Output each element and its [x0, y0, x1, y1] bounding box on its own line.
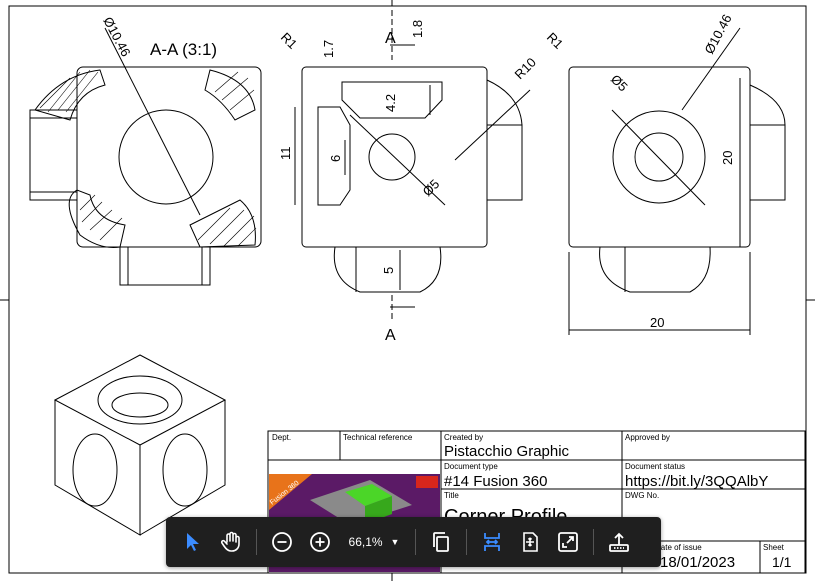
- fit-width-icon: [484, 533, 500, 551]
- dwg-no-label: DWG No.: [625, 491, 659, 500]
- toolbar-separator: [593, 529, 594, 555]
- dim-d11: 11: [278, 147, 293, 161]
- title-label: Title: [444, 491, 459, 500]
- doc-type: #14 Fusion 360: [444, 473, 547, 490]
- hand-icon: [220, 531, 240, 552]
- toolbar-separator: [466, 529, 467, 555]
- copy-pages-icon: [433, 532, 449, 552]
- created-by: Pistacchio Graphic: [444, 443, 570, 460]
- upload-tray-icon: [609, 532, 629, 552]
- section-label: A-A (3:1): [150, 40, 217, 59]
- fit-page-icon: [523, 532, 538, 552]
- export-button[interactable]: [602, 525, 636, 559]
- dim-d5-bot: 5: [381, 267, 396, 274]
- created-by-label: Created by: [444, 433, 483, 442]
- minus-circle-icon: [272, 532, 292, 552]
- zoom-level-value: 66,1%: [348, 535, 383, 549]
- right-view: [568, 27, 786, 335]
- expand-icon: [558, 532, 578, 552]
- dim-d18: 1.8: [410, 20, 425, 38]
- techref-label: Technical reference: [343, 433, 413, 442]
- section-view: [29, 27, 262, 286]
- dept-label: Dept.: [272, 433, 291, 442]
- dim-d5-mid: Ø5: [420, 176, 443, 199]
- toolbar-separator: [415, 529, 416, 555]
- approved-by-label: Approved by: [625, 433, 670, 442]
- dim-d20-horiz: 20: [650, 315, 664, 330]
- pan-tool-button[interactable]: [214, 525, 248, 559]
- fit-width-button[interactable]: [475, 525, 509, 559]
- date-value: 18/01/2023: [660, 554, 735, 571]
- fullscreen-button[interactable]: [551, 525, 585, 559]
- dim-d17: 1.7: [321, 40, 336, 58]
- cursor-arrow-icon: [187, 533, 199, 551]
- doc-type-label: Document type: [444, 462, 498, 471]
- dim-d1046-left: Ø10.46: [100, 14, 133, 59]
- doc-status-label: Document status: [625, 462, 685, 471]
- dim-d20-vert: 20: [720, 151, 735, 165]
- copy-button[interactable]: [424, 525, 458, 559]
- dim-r1-mid: R1: [278, 30, 300, 52]
- dim-d5-right: Ø5: [608, 72, 631, 95]
- cut-label-bottom: A: [385, 327, 396, 344]
- fit-page-button[interactable]: [513, 525, 547, 559]
- dim-d6: 6: [328, 155, 343, 162]
- chevron-down-icon: ▼: [390, 537, 400, 547]
- toolbar-separator: [256, 529, 257, 555]
- sheet-value: 1/1: [772, 554, 792, 570]
- cut-label-top: A: [385, 30, 396, 47]
- sheet-label: Sheet: [763, 543, 785, 552]
- front-view: [294, 10, 531, 320]
- dim-d42: 4.2: [383, 94, 398, 112]
- plus-circle-icon: [310, 532, 330, 552]
- dim-r10: R10: [512, 55, 539, 82]
- dim-r1-right: R1: [544, 30, 566, 52]
- select-tool-button[interactable]: [176, 525, 210, 559]
- date-label: Date of issue: [655, 543, 702, 552]
- isometric-view: [53, 354, 227, 536]
- zoom-out-button[interactable]: [265, 525, 299, 559]
- zoom-level-dropdown[interactable]: 66,1% ▼: [339, 535, 409, 549]
- zoom-in-button[interactable]: [303, 525, 337, 559]
- viewer-toolbar: 66,1% ▼: [166, 517, 661, 567]
- dim-d1046-right: Ø10.46: [701, 12, 734, 57]
- doc-status: https://bit.ly/3QQAlbY: [625, 473, 768, 490]
